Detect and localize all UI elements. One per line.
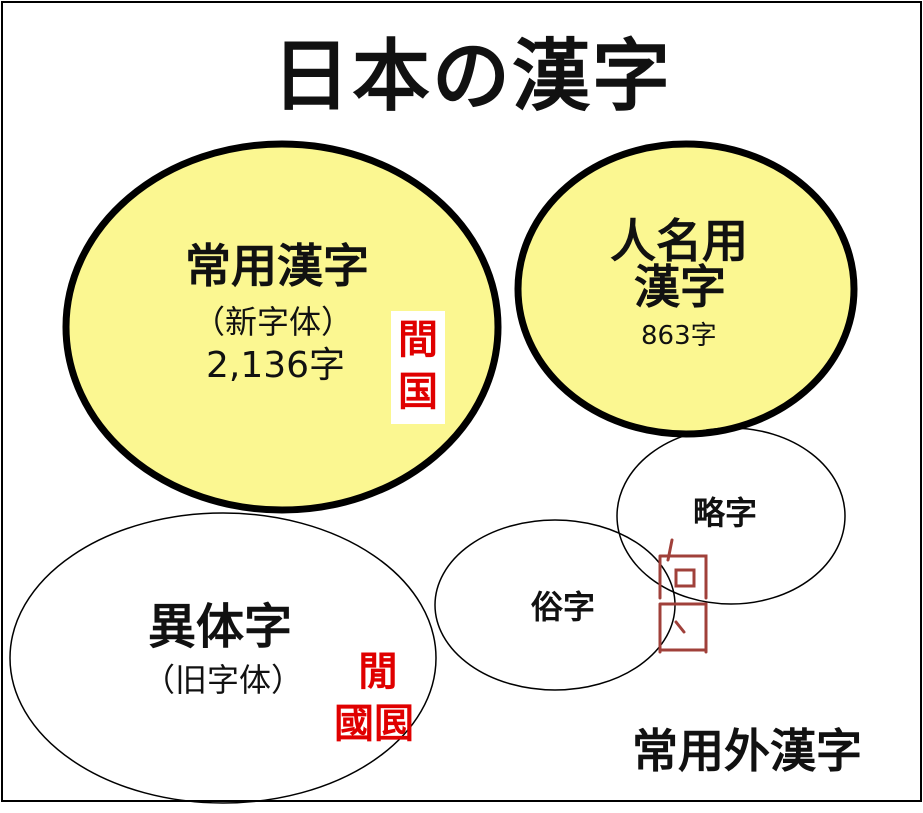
diagram-title: 日本の漢字	[272, 32, 673, 122]
joyo-kanji-circle	[62, 140, 502, 514]
itaiji-example-line2: 國囻	[334, 700, 414, 747]
itaiji-label: 異体字	[148, 599, 293, 655]
joyo-example-2: 国	[398, 368, 438, 415]
joyo-form-label: （新字体）	[193, 303, 354, 341]
itaiji-form-label: （旧字体）	[143, 661, 304, 699]
joyo-example-box	[391, 311, 445, 424]
joyo-example-1: 間	[398, 316, 438, 363]
jinmei-kanji-circle	[514, 140, 858, 438]
zokuji-label: 俗字	[531, 588, 596, 626]
jinmei-kanji-label-line2: 漢字	[634, 260, 726, 314]
joyo-kanji-label: 常用漢字	[185, 239, 369, 293]
handwritten-mon-glyph	[658, 538, 708, 654]
outside-joyo-label: 常用外漢字	[632, 724, 862, 778]
jinmei-count-label: 863字	[641, 321, 717, 351]
ryakuji-circle	[616, 427, 846, 605]
ryakuji-label: 略字	[693, 494, 758, 532]
itaiji-example-line1: 閒	[358, 648, 398, 695]
jinmei-kanji-label-line1: 人名用	[610, 214, 748, 268]
joyo-count-label: 2,136字	[206, 345, 346, 386]
itaiji-circle	[9, 512, 437, 804]
